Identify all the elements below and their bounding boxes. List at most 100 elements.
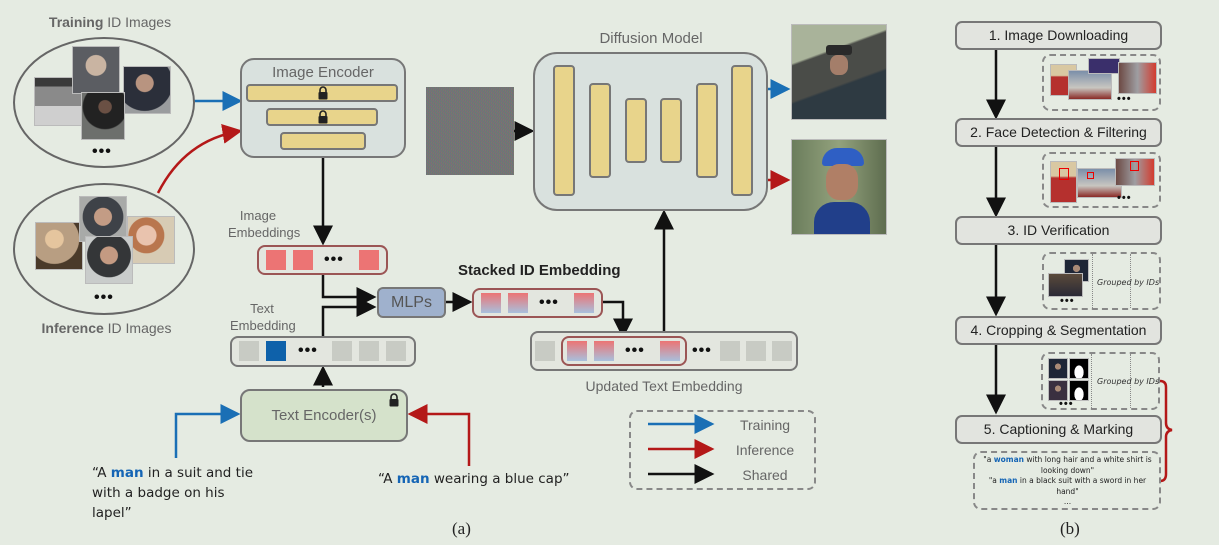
step-3-samples xyxy=(1042,252,1161,310)
image-encoder-title: Image Encoder xyxy=(272,64,374,81)
updated-embedding-id-token xyxy=(594,341,614,361)
step-3-id-verification: 3. ID Verification xyxy=(955,216,1162,245)
image-embeddings-more: ••• xyxy=(324,251,344,268)
lock-icon xyxy=(389,393,399,407)
updated-embedding-id-token xyxy=(567,341,587,361)
arrow-text-embedding-to-mlps xyxy=(321,297,377,336)
image-embedding-token xyxy=(266,250,286,270)
step-4-samples xyxy=(1041,352,1160,410)
caption-samples: "a woman with long hair and a white shir… xyxy=(980,455,1155,508)
updated-embedding-token xyxy=(535,341,555,361)
updated-embedding-token xyxy=(720,341,740,361)
legend xyxy=(629,410,816,490)
arrow-inference-to-image-encoder xyxy=(156,123,243,194)
samples-more: ••• xyxy=(1060,295,1075,307)
training-images-ellipse xyxy=(13,37,195,168)
step-2-samples xyxy=(1042,152,1161,208)
image-embedding-token xyxy=(293,250,313,270)
updated-text-embedding-label: Updated Text Embedding xyxy=(585,378,743,394)
updated-embedding-token xyxy=(746,341,766,361)
training-prompt: “A man in a suit and tie with a badge on… xyxy=(92,465,253,521)
sample-mask xyxy=(1069,380,1089,401)
group-divider xyxy=(1130,354,1131,408)
group-divider xyxy=(1092,254,1093,308)
sample-photo xyxy=(1048,358,1068,379)
noise-image xyxy=(426,87,514,175)
sample-photo xyxy=(1115,158,1155,186)
inference-photo-2 xyxy=(79,196,127,242)
image-encoder-layer-3 xyxy=(280,132,366,150)
caption-b: (b) xyxy=(1060,519,1080,538)
stacked-embedding-token xyxy=(481,293,501,313)
sample-photo xyxy=(1118,62,1157,94)
arrow-embeddings-to-mlps xyxy=(321,275,377,307)
legend-label-inference: Inference xyxy=(735,442,795,458)
red-brace xyxy=(1159,379,1173,483)
inference-output-image xyxy=(791,139,887,235)
legend-label-shared: Shared xyxy=(742,467,788,483)
unet-block-3 xyxy=(625,98,647,163)
inference-photo-4 xyxy=(85,236,133,284)
stacked-embedding-token xyxy=(574,293,594,313)
group-divider xyxy=(1091,354,1092,408)
caption-sample: "a man in a black suit with a sword in h… xyxy=(988,476,1147,496)
text-embedding-token xyxy=(386,341,406,361)
samples-more: ••• xyxy=(1059,398,1074,410)
inference-images-more: ••• xyxy=(94,289,114,306)
text-embedding-token xyxy=(239,341,259,361)
text-embedding-label: Text Embedding xyxy=(230,301,296,333)
sample-photo xyxy=(1088,58,1120,74)
arrow-training-prompt-to-text-encoder xyxy=(174,404,241,458)
legend-label-training: Training xyxy=(739,417,791,433)
text-embeddings-more: ••• xyxy=(298,342,318,359)
text-embedding-row xyxy=(230,336,416,367)
sample-photo xyxy=(1068,70,1112,100)
training-images-more: ••• xyxy=(92,143,112,160)
sample-mask xyxy=(1069,358,1089,379)
sample-photo xyxy=(1050,161,1077,203)
inference-photo-3 xyxy=(127,216,175,264)
updated-id-more: ••• xyxy=(625,342,645,359)
stacked-embedding-token xyxy=(508,293,528,313)
step-5-captioning-marking: 5. Captioning & Marking xyxy=(955,415,1162,444)
step-5-captions-box xyxy=(973,451,1161,510)
caption-a: (a) xyxy=(452,519,471,538)
image-embedding-token xyxy=(359,250,379,270)
updated-embedding-token xyxy=(772,341,792,361)
grouped-by-ids-label: Grouped by IDs xyxy=(1097,278,1160,287)
inference-prompt: “A man wearing a blue cap” xyxy=(378,471,570,487)
mlps-block: MLPs xyxy=(377,287,446,318)
samples-more: ••• xyxy=(1117,93,1132,105)
arrow-stacked-to-updated xyxy=(603,300,633,339)
training-photo-3 xyxy=(123,66,171,114)
updated-embedding-id-token xyxy=(660,341,680,361)
image-embeddings-label: Image Embeddings xyxy=(228,208,301,240)
sample-photo xyxy=(1048,273,1083,297)
sample-photo xyxy=(1048,380,1068,401)
updated-id-segment xyxy=(561,336,687,366)
text-embedding-token xyxy=(332,341,352,361)
training-photo-2 xyxy=(72,46,120,94)
arrow-inference-prompt-to-text-encoder xyxy=(407,404,471,466)
grouped-by-ids-label: Grouped by IDs xyxy=(1097,377,1160,386)
samples-more: ••• xyxy=(1117,192,1132,204)
step-1-image-downloading: 1. Image Downloading xyxy=(955,21,1162,50)
step-1-samples xyxy=(1042,54,1161,111)
text-embedding-token xyxy=(359,341,379,361)
unet-block-6 xyxy=(731,65,753,196)
caption-sample: "a woman with long hair and a white shir… xyxy=(983,455,1152,475)
unet-block-5 xyxy=(696,83,718,178)
training-photo-4 xyxy=(81,92,125,140)
step-4-cropping-segmentation: 4. Cropping & Segmentation xyxy=(955,316,1162,345)
stacked-embeddings-more: ••• xyxy=(539,294,559,311)
sample-photo xyxy=(1077,168,1122,198)
training-output-image xyxy=(791,24,887,120)
unet-block-1 xyxy=(553,65,575,196)
lock-icon xyxy=(318,86,328,100)
caption-samples-more: ... xyxy=(1063,497,1072,506)
updated-more: ••• xyxy=(692,342,712,359)
inference-photo-1 xyxy=(35,222,83,270)
unet-block-2 xyxy=(589,83,611,178)
inference-images-title: Inference ID Images xyxy=(41,320,172,336)
